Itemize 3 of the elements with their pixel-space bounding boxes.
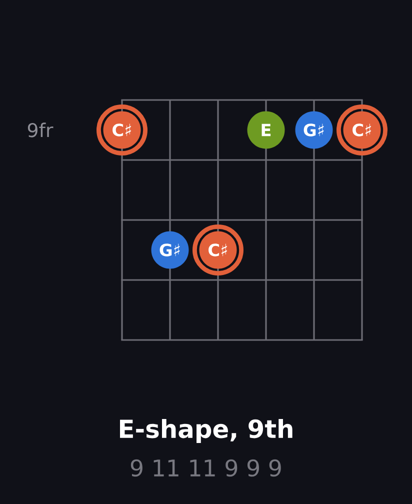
fret-position-label: 9fr bbox=[28, 122, 54, 138]
chord-title: E-shape, 9th bbox=[120, 418, 292, 444]
fret-numbers: 9 11 11 9 9 9 bbox=[130, 459, 281, 477]
